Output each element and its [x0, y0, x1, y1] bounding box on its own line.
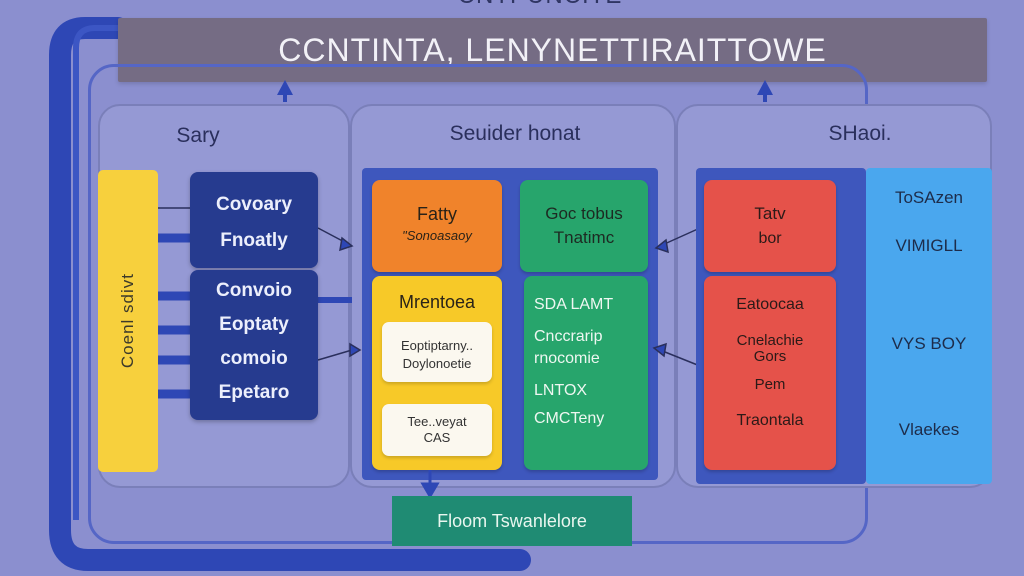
arrow-up-right-stem: [763, 92, 767, 102]
orange-box-line1: Fatty: [416, 204, 457, 224]
panel-right-label: SHaoi.: [828, 122, 892, 145]
red-box-bottom-line4: Pem: [754, 376, 786, 393]
navy-box-bottom-line4: Epetaro: [218, 382, 290, 403]
footer-bar: Floom Tswanlelore: [392, 496, 632, 546]
diagram-title: CCNTINTA, LENYNETTIRAITTOWE: [278, 31, 827, 68]
white-card-1-line1: Eoptiptarny..: [400, 338, 474, 353]
panel-middle-label: Seuider honat: [449, 122, 581, 145]
left-side-bar: Coenl sdivt: [98, 170, 158, 472]
navy-box-top-line1: Covoary: [215, 194, 293, 215]
green-box-bottom-line1: SDA LAMT: [534, 296, 614, 313]
white-card-1: Eoptiptarny.. Doylonoetie: [382, 322, 492, 382]
navy-box-bottom: Convoio Eoptaty comoio Epetaro: [190, 270, 318, 420]
white-card-2-line2: CAS: [423, 430, 451, 445]
navy-box-bottom-line1: Convoio: [216, 280, 292, 301]
green-box-top: Goc tobus Tnatimc: [520, 180, 648, 272]
green-box-bottom-line5: CMCTeny: [534, 410, 605, 427]
arrow-up-right: [757, 80, 773, 95]
red-box-bottom-line1: Eatoocaa: [736, 296, 804, 313]
blue-item-3: VYS BOY: [891, 334, 967, 353]
red-box-bottom: Eatoocaa Cnelachie Gors Pem Traontala: [704, 276, 836, 470]
white-card-1-line2: Doylonoetie: [402, 356, 472, 371]
yellow-card-title: Mrentoea: [398, 292, 476, 312]
navy-box-top: Covoary Fnoatly: [190, 172, 318, 268]
navy-box-top-line2: Fnoatly: [220, 230, 288, 251]
arrow-up-left: [277, 80, 293, 95]
green-box-bottom: SDA LAMT Cnccrarip rnocomie LNTOX CMCTen…: [524, 276, 648, 470]
top-caption: CNTPUNCITE: [360, 0, 720, 12]
blue-item-4: Vlaekes: [898, 420, 960, 439]
orange-box: Fatty "Sonoasaoy: [372, 180, 502, 272]
blue-item-1: ToSAzen: [894, 188, 964, 207]
orange-box-line2: "Sonoasaoy: [402, 228, 472, 243]
blue-panel: ToSAzen VIMIGLL VYS BOY Vlaekes: [866, 168, 992, 484]
green-box-top-line1: Goc tobus: [545, 204, 623, 223]
white-card-2: Tee..veyat CAS: [382, 404, 492, 456]
white-card-2-line1: Tee..veyat: [407, 414, 467, 429]
green-box-bottom-line4: LNTOX: [534, 382, 588, 399]
green-box-bottom-line2: Cnccrarip: [534, 328, 603, 345]
green-box-top-line2: Tnatimc: [553, 228, 615, 247]
blue-item-2: VIMIGLL: [895, 236, 963, 255]
red-box-bottom-line2: Cnelachie: [736, 332, 804, 349]
footer-label: Floom Tswanlelore: [437, 510, 587, 531]
arrow-up-left-stem: [283, 92, 287, 102]
navy-box-bottom-line3: comoio: [220, 348, 288, 369]
red-box-bottom-line5: Traontala: [736, 412, 804, 429]
navy-box-bottom-line2: Eoptaty: [219, 314, 289, 335]
green-box-bottom-line3: rnocomie: [534, 350, 600, 367]
panel-left-label: Sary: [176, 124, 220, 147]
red-box-top-line1: Tatv: [754, 204, 786, 223]
red-box-bottom-line3: Gors: [753, 348, 787, 365]
red-box-top: Tatv bor: [704, 180, 836, 272]
red-box-top-line2: bor: [758, 230, 782, 247]
